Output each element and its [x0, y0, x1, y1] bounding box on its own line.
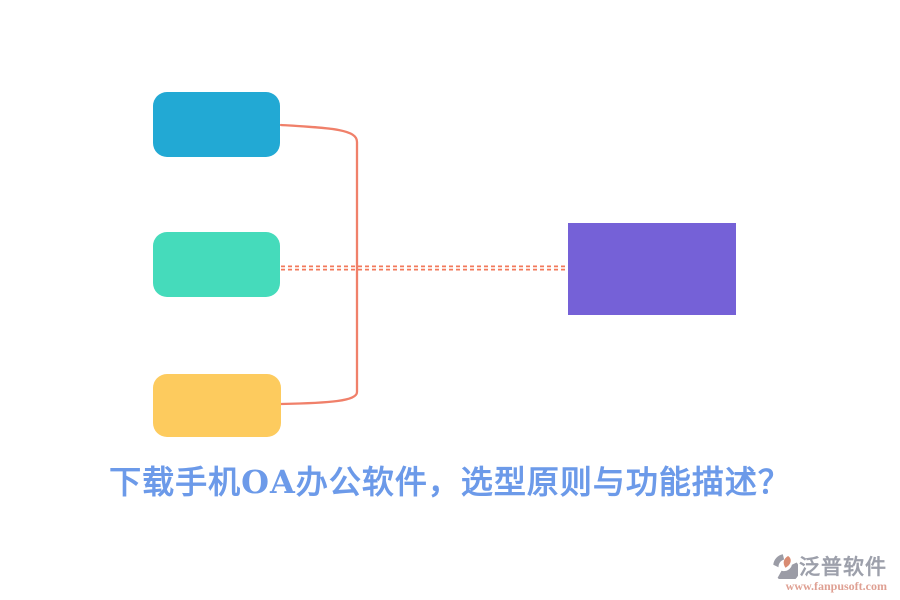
fanpu-logo-name: 泛普软件: [799, 553, 887, 579]
fanpu-logo: 泛普软件 www.fanpusoft.com: [761, 553, 887, 592]
fanpu-logo-url: www.fanpusoft.com: [785, 579, 887, 593]
diagram-node-middle: [153, 232, 280, 297]
diagram-node-right: [568, 223, 736, 315]
bracket-connector-path: [279, 123, 359, 406]
fanpu-logo-icon: [773, 554, 798, 579]
diagram-node-top: [153, 92, 280, 157]
caption-title: 下载手机OA办公软件，选型原则与功能描述？: [109, 463, 791, 501]
diagram-node-bottom: [153, 374, 281, 437]
